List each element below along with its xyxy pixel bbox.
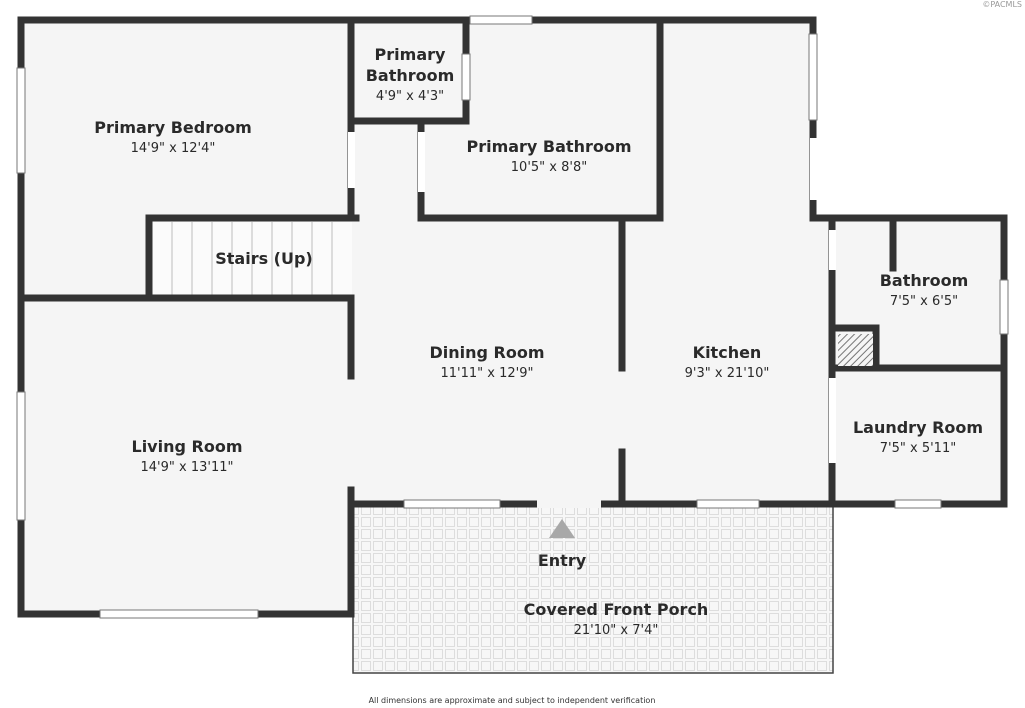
room-name-stairs: Stairs (Up) (215, 249, 313, 268)
room-name-dining-room: Dining Room (429, 343, 544, 362)
room-name-primary-bedroom: Primary Bedroom (94, 118, 252, 137)
room-dims-covered-front-porch: 21'10" x 7'4" (574, 623, 659, 638)
openings (348, 132, 836, 508)
room-name-primary-bathroom-small-line1: Primary (375, 45, 446, 64)
stairs-treads (152, 222, 352, 296)
room-name-primary-bathroom-large: Primary Bathroom (466, 137, 631, 156)
porch-floor (352, 505, 834, 674)
room-name-covered-front-porch: Covered Front Porch (524, 600, 709, 619)
disclaimer: All dimensions are approximate and subje… (369, 696, 656, 705)
room-dims-primary-bathroom-large: 10'5" x 8'8" (511, 160, 587, 175)
room-name-living-room: Living Room (132, 437, 243, 456)
room-name-primary-bathroom-small-line2: Bathroom (366, 66, 455, 85)
room-dims-kitchen: 9'3" x 21'10" (685, 366, 770, 381)
utility-chase (838, 334, 873, 366)
room-name-entry: Entry (538, 551, 587, 570)
watermark: ©PACMLS (982, 0, 1022, 9)
room-dims-bathroom: 7'5" x 6'5" (890, 294, 958, 309)
room-dims-primary-bathroom-small: 4'9" x 4'3" (376, 89, 444, 104)
room-dims-dining-room: 11'11" x 12'9" (441, 366, 534, 381)
room-dims-living-room: 14'9" x 13'11" (141, 460, 234, 475)
room-name-laundry-room: Laundry Room (853, 418, 983, 437)
room-dims-primary-bedroom: 14'9" x 12'4" (131, 141, 216, 156)
entry-arrow-icon (549, 519, 575, 538)
room-dims-laundry-room: 7'5" x 5'11" (880, 441, 956, 456)
room-labels: Primary Bedroom 14'9" x 12'4" Primary Ba… (94, 45, 983, 638)
room-name-kitchen: Kitchen (693, 343, 762, 362)
windows (16, 15, 1009, 619)
room-name-bathroom: Bathroom (880, 271, 969, 290)
